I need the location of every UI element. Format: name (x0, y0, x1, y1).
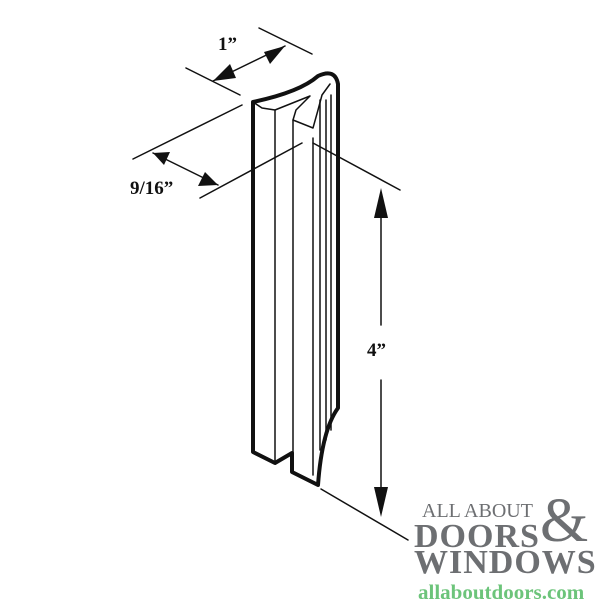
length-dimension-label: 4” (367, 340, 386, 361)
logo-line-all-about: ALL ABOUT (422, 500, 533, 522)
logo-line-doors: DOORS (414, 518, 540, 555)
logo-url: allaboutdoors.com (418, 580, 585, 600)
width-dimension-label: 1” (218, 34, 237, 55)
logo-ampersand: & (540, 487, 589, 555)
logo-line-windows: WINDOWS (414, 544, 597, 581)
depth-dimension-label: 9/16” (130, 178, 174, 199)
